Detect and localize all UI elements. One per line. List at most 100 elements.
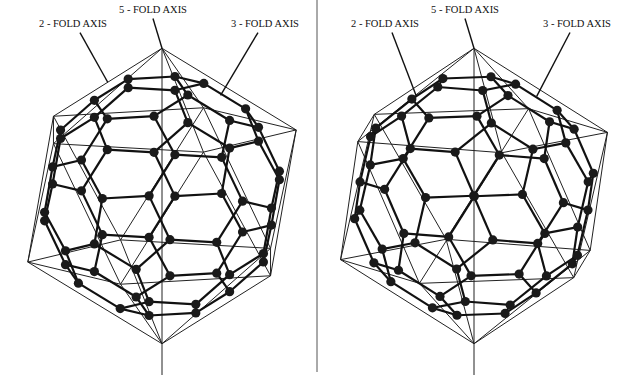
- subunit-dot: [90, 96, 99, 105]
- subunit-dot: [56, 134, 65, 143]
- subunit-dot: [103, 114, 112, 123]
- cage-edge: [477, 96, 508, 117]
- subunit-dot: [399, 154, 408, 163]
- subunit-dot: [386, 277, 395, 286]
- icosahedron-edge: [203, 108, 270, 249]
- cage-edge: [474, 155, 500, 196]
- subunit-dot: [212, 238, 221, 247]
- icosahedron-edge: [121, 108, 204, 240]
- cage-edge: [94, 88, 128, 118]
- cage-edge: [457, 240, 493, 269]
- icosahedron-edge: [162, 248, 271, 343]
- cage-edge: [415, 243, 457, 269]
- cage-edge: [477, 116, 499, 155]
- cage-edge: [398, 233, 403, 270]
- subunit-dot: [98, 230, 107, 239]
- cage-edge: [371, 116, 402, 137]
- icosahedron-edge: [529, 109, 591, 251]
- icosahedron-edge: [271, 130, 297, 276]
- cage-edge: [149, 313, 196, 316]
- subunit-dot: [495, 150, 504, 159]
- cage-edge: [149, 237, 170, 276]
- icosahedron-edge: [374, 114, 446, 239]
- subunit-dot: [144, 297, 153, 306]
- cage-edge: [154, 95, 188, 116]
- subunit-dot: [275, 167, 284, 176]
- subunit-dot: [506, 300, 515, 309]
- icosahedron-edge: [474, 278, 574, 344]
- cage-edge: [398, 270, 440, 296]
- subunit-dot: [254, 137, 263, 146]
- icosahedron-edge: [374, 48, 474, 114]
- subunit-dot: [478, 86, 487, 95]
- subunit-dot: [267, 221, 276, 230]
- subunit-dot: [559, 198, 568, 207]
- subunit-dot: [472, 112, 481, 121]
- subunit-dot: [238, 227, 247, 236]
- subunit-dot: [444, 232, 453, 241]
- icosahedron-edge: [203, 152, 270, 276]
- subunit-dot: [350, 214, 359, 223]
- cage-edge: [471, 274, 519, 276]
- cage-edge: [493, 240, 538, 243]
- subunit-dot: [241, 104, 250, 113]
- subunit-dot: [553, 106, 562, 115]
- subunit-dot: [407, 95, 416, 104]
- subunit-dot: [438, 74, 447, 83]
- subunit-dot: [452, 311, 461, 320]
- cage-edge: [508, 96, 550, 122]
- cage-edge: [410, 149, 455, 152]
- subunit-dot: [77, 155, 86, 164]
- cage-edge: [230, 262, 264, 292]
- subunit-dot: [397, 111, 406, 120]
- cage-edge: [196, 275, 230, 305]
- subunit-dot: [573, 251, 582, 260]
- axis-label: 3 - FOLD AXIS: [542, 18, 612, 30]
- icosahedron-edge: [162, 48, 296, 130]
- leader-line: [153, 19, 162, 49]
- cage-edge: [385, 189, 404, 233]
- cage-edge: [175, 155, 222, 158]
- subunit-dot: [545, 117, 554, 126]
- subunit-dot: [40, 208, 49, 217]
- cage-edge: [544, 122, 549, 159]
- subunit-dot: [584, 177, 593, 186]
- axis-label: 2 - FOLD AXIS: [350, 18, 420, 30]
- subunit-dot: [469, 191, 478, 200]
- subunit-dot: [90, 239, 99, 248]
- subunit-dot: [380, 185, 389, 194]
- subunit-dot: [124, 83, 133, 92]
- cage-edge: [196, 292, 230, 313]
- subunit-dot: [518, 190, 527, 199]
- subunit-dot: [183, 90, 192, 99]
- cage-edge: [522, 194, 544, 233]
- subunit-dot: [74, 279, 83, 288]
- cage-edge: [102, 235, 149, 238]
- subunit-dot: [225, 143, 234, 152]
- cage-edge: [544, 159, 563, 203]
- icosahedron-edge: [53, 116, 54, 143]
- cage-edge: [382, 243, 415, 249]
- leader-lines: [80, 19, 570, 97]
- subunit-dot: [191, 308, 200, 317]
- leader-line: [537, 33, 570, 97]
- subunit-dot: [61, 260, 70, 269]
- cage-edge: [403, 159, 425, 198]
- icosahedron-edge: [574, 132, 608, 277]
- cage-edge: [455, 152, 474, 196]
- icosahedron-edge: [358, 142, 420, 284]
- icosahedron-edge: [341, 114, 375, 259]
- subunit-dot: [369, 258, 378, 267]
- subunit-dot: [149, 148, 158, 157]
- cage-edge: [457, 313, 505, 315]
- icosahedron-edge: [53, 48, 162, 143]
- cage-edge: [45, 221, 66, 265]
- subunit-dot: [394, 266, 403, 275]
- cage-edge: [574, 129, 593, 173]
- cage-edge: [403, 118, 429, 159]
- subunit-dot: [48, 162, 57, 171]
- axis-line: [474, 48, 475, 375]
- cage-edge: [149, 302, 196, 305]
- subunit-dot: [90, 113, 99, 122]
- cage-edge: [533, 143, 566, 149]
